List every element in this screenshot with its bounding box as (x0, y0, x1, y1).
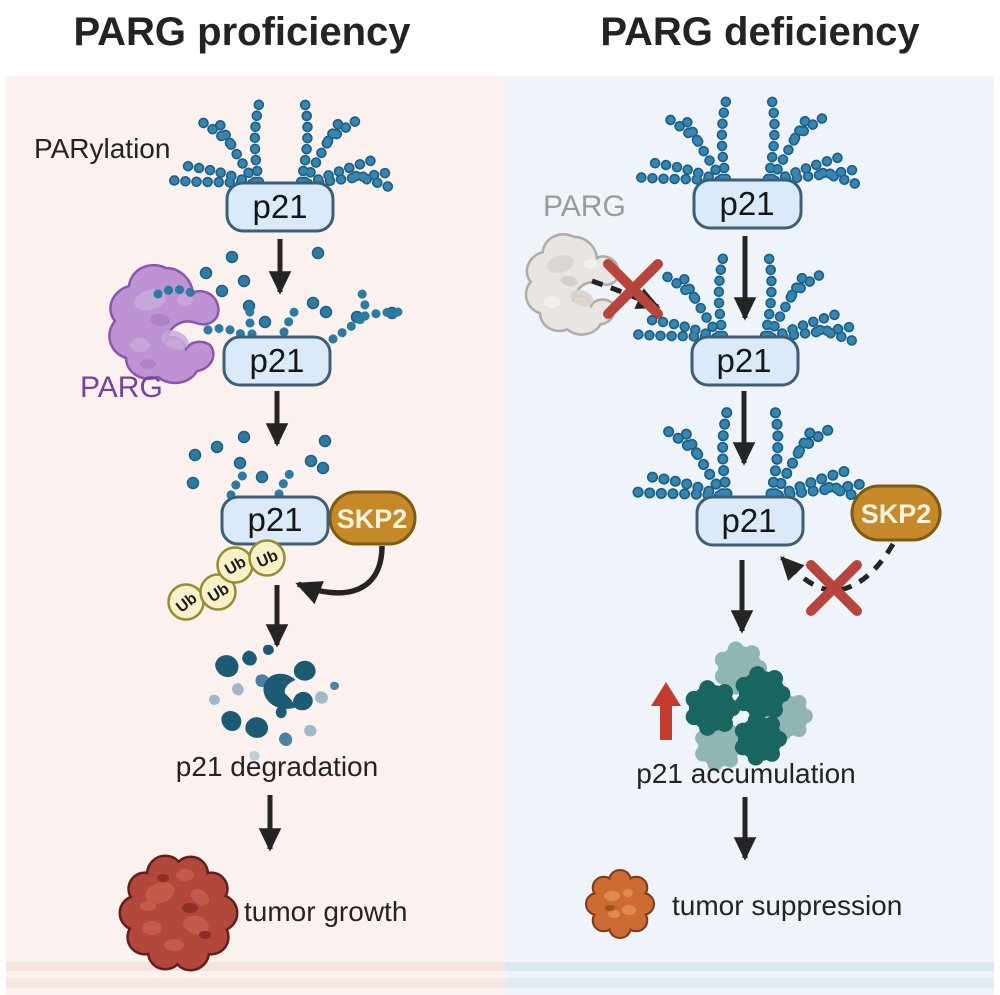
p21-label: p21 (247, 501, 302, 538)
left-bottom-stripe (6, 962, 506, 971)
accumulation-label: p21 accumulation (636, 758, 855, 789)
right-bottom-stripe-2 (506, 978, 994, 988)
p21-box-3-right (695, 495, 805, 547)
p21-box-1-right (692, 178, 803, 230)
parg-enzyme-blob-gray (524, 233, 620, 336)
left-panel-title: PARG proficiency (73, 10, 411, 54)
red-x-icon-skp2 (806, 560, 862, 616)
free-par-dots-lower (186, 430, 332, 490)
skp2-blocked-arrow (780, 542, 896, 593)
p21-label: p21 (252, 188, 307, 225)
right-bottom-stripe (506, 962, 994, 971)
red-x-icon-parg (603, 259, 663, 319)
ub-chain: Ub Ub Ub Ub (167, 539, 286, 621)
skp2-ubiquitination-arrow (295, 545, 385, 605)
parg-enzyme-blob-purple (108, 263, 255, 385)
par-chain-on-parg (153, 285, 199, 299)
parg-label-right: PARG (543, 190, 626, 223)
p21-box-2-left (222, 335, 332, 387)
skp2-badge-left (328, 490, 417, 546)
p21-label: p21 (249, 342, 304, 379)
left-panel: PARylation p21 (34, 104, 417, 969)
par-remnant-chains (245, 284, 403, 344)
parylation-label: PARylation (34, 133, 170, 164)
skp2-badge-right (850, 484, 942, 542)
p21-label: p21 (721, 502, 776, 539)
left-bottom-stripe-2 (6, 978, 506, 988)
right-panel: p21 PARG p21 (524, 101, 942, 939)
up-arrow-icon (651, 682, 681, 740)
tumor-growth-label: tumor growth (244, 896, 407, 927)
tumor-growth-blob (121, 857, 236, 969)
skp2-label: SKP2 (861, 499, 932, 529)
p21-box-2-right (690, 335, 800, 387)
degradation-label: p21 degradation (176, 751, 378, 782)
parg-label-left: PARG (80, 371, 163, 404)
right-panel-title: PARG deficiency (600, 10, 920, 54)
tumor-suppression-label: tumor suppression (672, 890, 902, 921)
p21-box-1-left (225, 181, 335, 233)
skp2-label: SKP2 (337, 504, 408, 534)
tumor-suppression-blob (585, 869, 655, 939)
p21-label: p21 (719, 185, 774, 222)
p21-label: p21 (716, 342, 771, 379)
par-stub-chains (226, 466, 297, 500)
